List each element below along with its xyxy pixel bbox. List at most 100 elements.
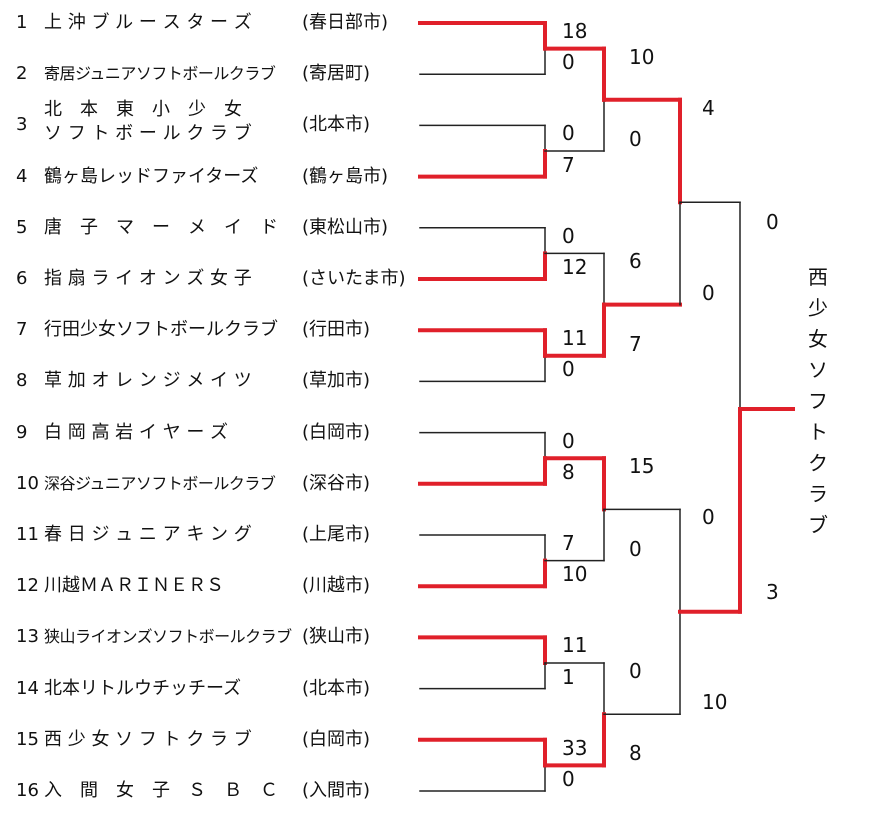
team-city: (北本市) (302, 677, 371, 699)
team-name: 寄居ジュニアソフトボールクラブ (44, 64, 276, 84)
champion-char: 西 (808, 265, 828, 289)
team-city: (春日部市) (302, 12, 389, 33)
team-row-8: 8 草 加 オ レ ン ジ メ イ ツ (草加市) (0, 366, 420, 396)
score-label: 0 (702, 280, 715, 305)
champion-char: ブ (808, 513, 828, 537)
score-label: 0 (562, 50, 575, 75)
final-score: 0 (766, 210, 779, 235)
team-city: (白岡市) (302, 421, 371, 443)
team-city: (草加市) (302, 370, 371, 392)
seed-number: 9 (16, 421, 28, 443)
score-label: 0 (702, 505, 715, 530)
team-city: (寄居町) (302, 63, 371, 85)
score-label: 0 (562, 357, 575, 382)
team-row-1: 1 上 沖 ブ ル ー ス タ ー ズ (春日部市) (0, 8, 420, 38)
team-name: 入 間 女 子 Ｓ Ｂ Ｃ (44, 780, 278, 801)
team-name: 白 岡 高 岩 イ ヤ ー ズ (44, 421, 229, 443)
score-label: 0 (629, 536, 642, 561)
team-city: (狭山市) (302, 626, 371, 648)
team-name-line-1: 北 本 東 小 少 女 (44, 99, 242, 121)
team-city: (北本市) (302, 114, 371, 136)
team-city: (鶴ヶ島市) (302, 165, 389, 187)
champion-char: フ (808, 389, 828, 413)
score-label: 33 (562, 735, 588, 760)
score-label: 7 (629, 331, 642, 356)
team-name: 行田少女ソフトボールクラブ (44, 319, 278, 341)
seed-number: 4 (16, 165, 28, 187)
seed-number: 5 (16, 216, 28, 238)
score-label: 11 (562, 633, 588, 658)
seed-number: 11 (16, 524, 39, 545)
seed-number: 14 (16, 677, 39, 699)
score-label: 7 (562, 531, 575, 555)
score-label: 8 (629, 741, 642, 766)
team-row-3: 3 北 本 東 小 少 女ソ フ ト ボ ー ル ク ラ ブ (北本市) (0, 99, 420, 144)
team-name-line-2: ソ フ ト ボ ー ル ク ラ ブ (44, 123, 252, 145)
team-name: 上 沖 ブ ル ー ス タ ー ズ (44, 12, 252, 33)
team-city: (川越市) (302, 575, 371, 597)
team-name: 川越ＭＡＲＩＮＥＲＳ (44, 575, 224, 597)
score-label: 15 (629, 454, 655, 479)
score-label: 10 (562, 562, 588, 587)
final-score: 3 (766, 579, 779, 604)
seed-number: 12 (16, 575, 39, 597)
champion-char: ラ (808, 482, 828, 506)
score-label: 0 (562, 767, 575, 791)
champion-char: ト (808, 420, 828, 444)
score-label: 10 (702, 690, 728, 715)
score-label: 0 (629, 127, 642, 151)
champion-char: ク (808, 451, 828, 475)
seed-number: 7 (16, 319, 28, 341)
team-name: 北本リトルウチッチーズ (44, 677, 242, 699)
score-label: 0 (562, 428, 575, 453)
score-label: 1 (562, 664, 575, 689)
team-row-6: 6 指 扇 ラ イ オ ン ズ 女 子 (さいたま市) (0, 264, 420, 294)
team-row-9: 9 白 岡 高 岩 イ ヤ ー ズ (白岡市) (0, 418, 420, 448)
champion-char: 女 (808, 327, 828, 351)
seed-number: 1 (16, 12, 28, 33)
score-label: 6 (629, 249, 642, 274)
team-city: (東松山市) (302, 216, 389, 238)
score-label: 8 (562, 459, 575, 484)
team-name: 北 本 東 小 少 女ソ フ ト ボ ー ル ク ラ ブ (44, 98, 252, 146)
score-label: 12 (562, 255, 588, 279)
team-name: 鶴ヶ島レッドファイターズ (44, 165, 259, 187)
score-label: 7 (562, 152, 575, 177)
score-label: 11 (562, 326, 588, 351)
team-city: (白岡市) (302, 728, 371, 750)
champion-char: ソ (808, 358, 828, 382)
team-row-7: 7 行田少女ソフトボールクラブ (行田市) (0, 315, 420, 345)
team-name: 春 日 ジ ュ ニ ア キ ン グ (44, 524, 252, 545)
team-name: 草 加 オ レ ン ジ メ イ ツ (44, 370, 252, 392)
score-label: 0 (562, 223, 575, 248)
team-name: 指 扇 ラ イ オ ン ズ 女 子 (44, 268, 252, 289)
champion-name: 西少女ソフトクラブ (808, 262, 828, 541)
seed-number: 2 (16, 63, 28, 85)
team-name: 深谷ジュニアソフトボールクラブ (44, 473, 276, 493)
team-city: (さいたま市) (302, 268, 406, 289)
champion-char: 少 (808, 296, 828, 320)
seed-number: 8 (16, 370, 28, 392)
team-city: (行田市) (302, 319, 371, 341)
score-label: 4 (702, 95, 715, 120)
team-city: (深谷市) (302, 472, 371, 494)
seed-number: 10 (16, 472, 39, 494)
team-name: 西 少 女 ソ フ ト ク ラ ブ (44, 728, 252, 750)
seed-number: 13 (16, 626, 39, 648)
seed-number: 15 (16, 728, 39, 750)
score-label: 18 (562, 19, 588, 43)
team-name: 狭山ライオンズソフトボールクラブ (44, 627, 292, 647)
score-label: 0 (629, 659, 642, 683)
seed-number: 6 (16, 268, 28, 289)
team-row-2: 2 寄居ジュニアソフトボールクラブ (寄居町) (0, 59, 420, 89)
seed-number: 3 (16, 114, 28, 136)
